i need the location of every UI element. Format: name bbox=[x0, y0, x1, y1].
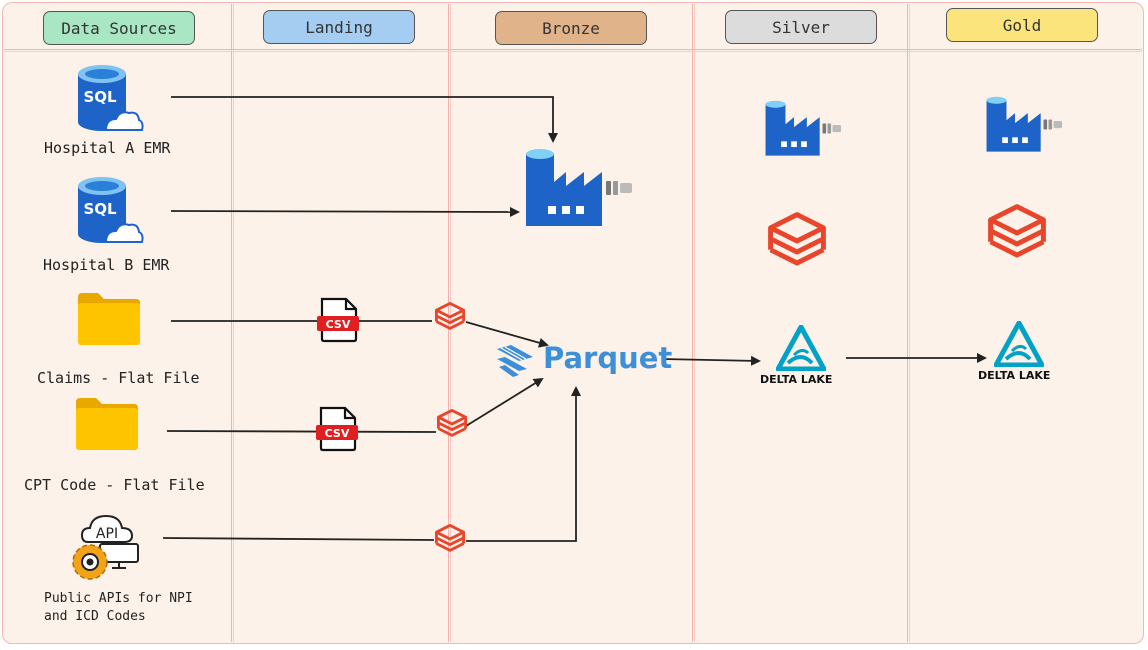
line-api-to-landing bbox=[162, 537, 435, 541]
lane-divider bbox=[231, 4, 232, 642]
api-label-line1: Public APIs for NPI bbox=[44, 591, 193, 606]
arrow-parquet-to-silver-delta bbox=[661, 355, 761, 366]
arrow-api-to-parquet bbox=[466, 386, 581, 542]
api-label-line2: and ICD Codes bbox=[44, 609, 146, 624]
delta-lake-label: DELTA LAKE bbox=[978, 369, 1051, 382]
arrow-hospital-a-to-adf bbox=[171, 96, 558, 143]
databricks-icon bbox=[436, 408, 468, 437]
arrow-hospital-b-to-adf bbox=[170, 206, 520, 217]
delta-lake-icon bbox=[994, 321, 1044, 367]
line-cpt-to-landing bbox=[166, 430, 437, 433]
lane-divider bbox=[694, 4, 695, 642]
sql-database-icon: SQL bbox=[78, 65, 144, 131]
lane-divider bbox=[907, 4, 908, 642]
databricks-icon bbox=[988, 204, 1046, 258]
svg-text:API: API bbox=[96, 526, 118, 542]
svg-text:SQL: SQL bbox=[83, 200, 117, 218]
databricks-icon bbox=[768, 212, 826, 266]
api-gear-icon: API bbox=[72, 514, 139, 580]
folder-icon bbox=[78, 293, 140, 345]
data-factory-icon bbox=[986, 96, 1063, 152]
arrow-claims-to-parquet bbox=[465, 321, 549, 348]
stage-landing: Landing bbox=[263, 10, 415, 44]
databricks-icon bbox=[434, 523, 466, 552]
stage-gold: Gold bbox=[946, 8, 1098, 42]
parquet-icon bbox=[497, 345, 533, 377]
stage-silver: Silver bbox=[725, 10, 877, 44]
csv-file-icon: CSV bbox=[317, 297, 359, 343]
data-factory-icon bbox=[765, 100, 842, 156]
stage-data-sources: Data Sources bbox=[43, 11, 195, 45]
arrow-cpt-to-parquet bbox=[465, 377, 544, 427]
header-divider bbox=[4, 51, 1142, 52]
svg-text:SQL: SQL bbox=[83, 88, 117, 106]
stage-bronze: Bronze bbox=[495, 11, 647, 45]
folder-icon bbox=[76, 398, 138, 450]
claims-label: Claims - Flat File bbox=[37, 369, 200, 387]
hospital-a-label: Hospital A EMR bbox=[44, 139, 171, 157]
data-factory-icon bbox=[526, 149, 632, 226]
cpt-label: CPT Code - Flat File bbox=[24, 476, 205, 494]
sql-database-icon: SQL bbox=[78, 177, 144, 243]
hospital-b-label: Hospital B EMR bbox=[43, 256, 170, 274]
delta-lake-icon bbox=[776, 325, 826, 371]
lane-divider bbox=[909, 4, 910, 642]
header-divider bbox=[4, 49, 1142, 50]
svg-text:CSV: CSV bbox=[325, 427, 350, 440]
delta-lake-label: DELTA LAKE bbox=[760, 373, 833, 386]
lane-divider bbox=[692, 4, 693, 642]
csv-file-icon: CSV bbox=[316, 406, 358, 452]
lane-divider bbox=[233, 4, 234, 642]
parquet-label: Parquet bbox=[543, 341, 673, 375]
svg-text:CSV: CSV bbox=[326, 318, 351, 331]
databricks-icon bbox=[434, 301, 466, 330]
